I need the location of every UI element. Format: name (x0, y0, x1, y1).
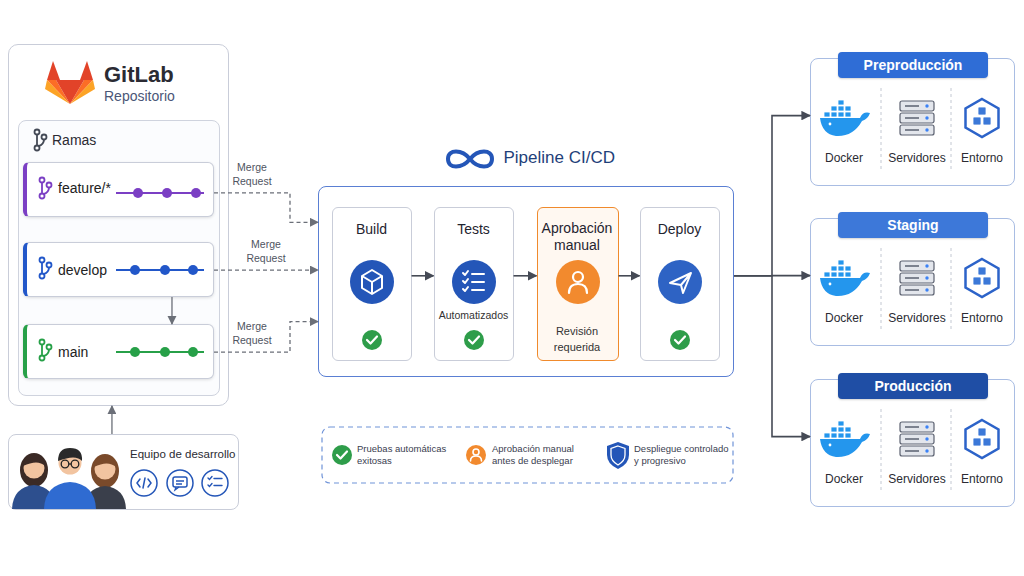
edge-label: Merge Request (236, 237, 296, 265)
edge-label: Merge Request (222, 160, 282, 188)
repository-panel: GitLabRepositorioRamas feature/* develop ma… (8, 44, 229, 406)
merge-request-arrow (214, 269, 318, 270)
stage-title: Aprobación manual (538, 220, 617, 254)
component-label: Servidores (883, 311, 951, 326)
branches-group: Ramas feature/* develop main (18, 120, 220, 396)
environment-title: Producción (838, 373, 988, 399)
stage-title: Tests (435, 220, 513, 238)
group-heading: Ramas (52, 132, 152, 149)
pipeline-icon (448, 152, 492, 167)
legend-label: Pruebas automáticas exitosas (357, 443, 457, 467)
stage-box: Deploy (640, 207, 720, 361)
push-arrow (111, 406, 112, 434)
branch-box: develop (23, 242, 214, 297)
deploy-arrow (734, 116, 810, 276)
legend-symbol (332, 442, 629, 469)
component-label: Servidores (883, 151, 951, 166)
legend-label: Despliegue controlado y progresivo (634, 443, 730, 467)
legend-symbol (471, 456, 482, 461)
subtitle: Repositorio (104, 88, 224, 105)
branch-name: main (58, 344, 138, 361)
component-label: Entorno (951, 472, 1013, 487)
stage-note: Revisión requerida (538, 323, 617, 355)
environment-box: ProducciónDockerServidoresEntorno (810, 379, 1015, 507)
pipeline-title: Pipeline CI/CD (504, 148, 654, 168)
legend-frame (322, 427, 733, 483)
legend-symbol (611, 446, 625, 465)
legend-label: Aprobación manual antes de desplegar (492, 443, 592, 467)
pipeline-icon (448, 152, 492, 167)
branch-box: feature/* (23, 162, 214, 217)
stage-note: Automatizados (435, 309, 513, 322)
component-label: Entorno (951, 311, 1013, 326)
component-label: Docker (813, 151, 875, 166)
branch-name: develop (58, 262, 138, 279)
stage-box: Build (332, 207, 412, 361)
branch-name: feature/* (58, 180, 138, 197)
environment-box: StagingDockerServidoresEntorno (810, 218, 1015, 346)
pipeline-box: Pipeline CI/CDBuildTestsAutomatizadosApr… (318, 186, 734, 377)
approval-box: Aprobación manualRevisión requerida (537, 207, 619, 361)
environment-title: Staging (838, 212, 988, 238)
legend-symbol (332, 445, 352, 465)
stage-title: Deploy (641, 220, 719, 238)
brand-name: GitLab (104, 62, 224, 88)
edge-label: Merge Request (222, 319, 282, 347)
deploy-arrow (734, 275, 810, 277)
environment-box: PreproducciónDockerServidoresEntorno (810, 58, 1015, 186)
component-label: Entorno (951, 151, 1013, 166)
stage-title: Build (333, 220, 411, 238)
legend-symbol (466, 445, 486, 465)
branch-box: main (23, 324, 214, 379)
environment-title: Preproducción (838, 52, 988, 78)
legend-symbol (607, 442, 629, 469)
component-label: Docker (813, 472, 875, 487)
stage-box: TestsAutomatizados (434, 207, 514, 361)
component-label: Servidores (883, 472, 951, 487)
merge-request-arrow (214, 193, 318, 222)
team-box: Equipo de desarrollo (8, 434, 239, 510)
legend-symbol (471, 449, 482, 461)
legend-symbol (473, 449, 479, 455)
component-label: Docker (813, 311, 875, 326)
team-label: Equipo de desarrollo (130, 447, 238, 461)
deploy-arrow (734, 276, 810, 437)
legend-frame (322, 427, 733, 483)
